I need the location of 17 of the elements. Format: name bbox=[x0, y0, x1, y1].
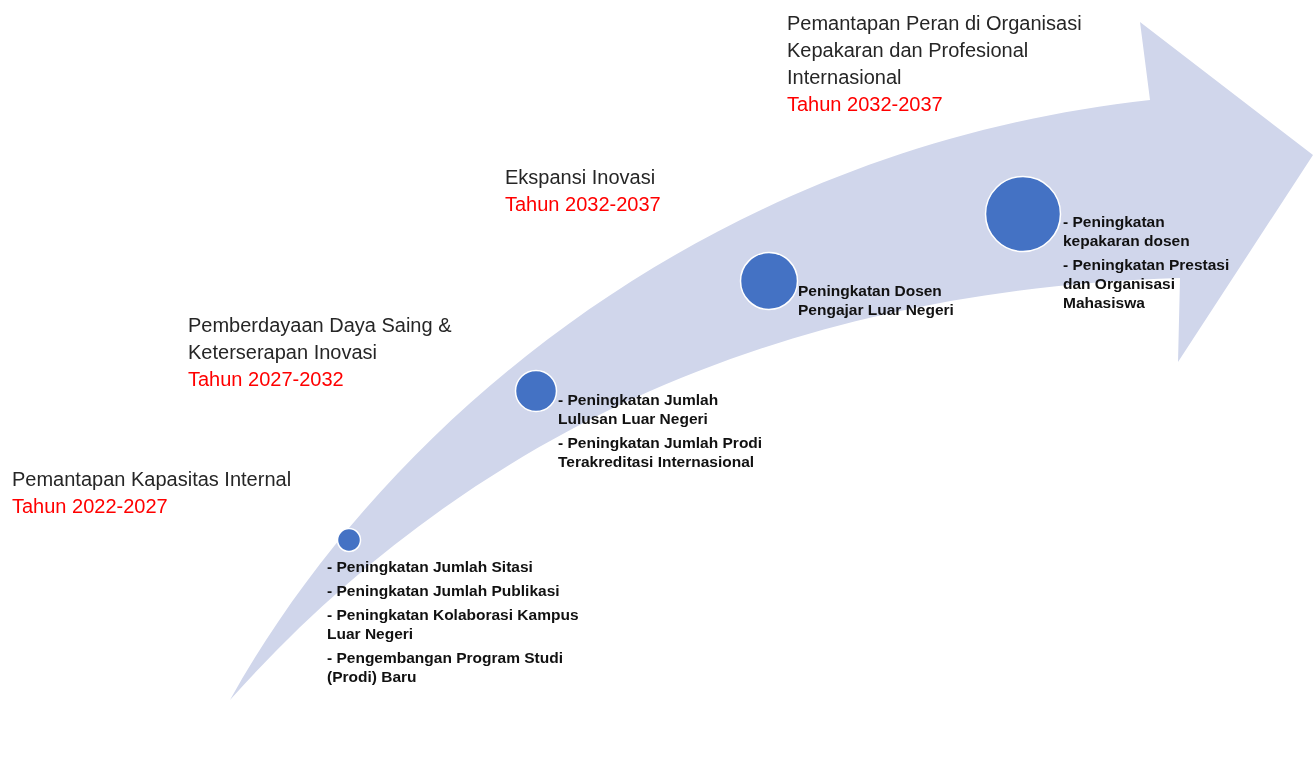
stage-title: Ekspansi Inovasi bbox=[505, 166, 656, 188]
stage-title: Pemberdayaan Daya Saing & Keterserapan Inovasi bbox=[188, 314, 452, 363]
year-range: Tahun 2027-2032 bbox=[188, 368, 344, 390]
milestone-text: - Peningkatan Kolaborasi Kampus Luar Negeri bbox=[327, 605, 580, 643]
milestone-text: - Pengembangan Program Studi (Prodi) Baru bbox=[327, 648, 564, 686]
milestone-text: Peningkatan Dosen Pengajar Luar Negeri bbox=[798, 281, 955, 319]
milestone-text: - Peningkatan kepakaran dosen bbox=[1063, 212, 1191, 250]
milestone-text: - Peningkatan Jumlah Sitasi bbox=[327, 557, 534, 576]
year-range: Tahun 2032-2037 bbox=[505, 193, 661, 215]
milestone-text: - Peningkatan Jumlah Prodi Terakreditasi Internasional bbox=[558, 433, 764, 471]
milestone-text: - Peningkatan Jumlah Publikasi bbox=[327, 581, 561, 600]
year-range: Tahun 2032-2037 bbox=[787, 93, 943, 115]
milestone-text: - Peningkatan Jumlah Lulusan Luar Negeri bbox=[558, 390, 720, 428]
stage-title: Pemantapan Peran di Organisasi Kepakaran dan Profesional Internasional bbox=[787, 12, 1082, 88]
year-range: Tahun 2022-2027 bbox=[12, 495, 168, 517]
stage-title: Pemantapan Kapasitas Internal bbox=[12, 468, 292, 490]
milestone-text: - Peningkatan Prestasi dan Organisasi Mahasiswa bbox=[1063, 255, 1231, 312]
